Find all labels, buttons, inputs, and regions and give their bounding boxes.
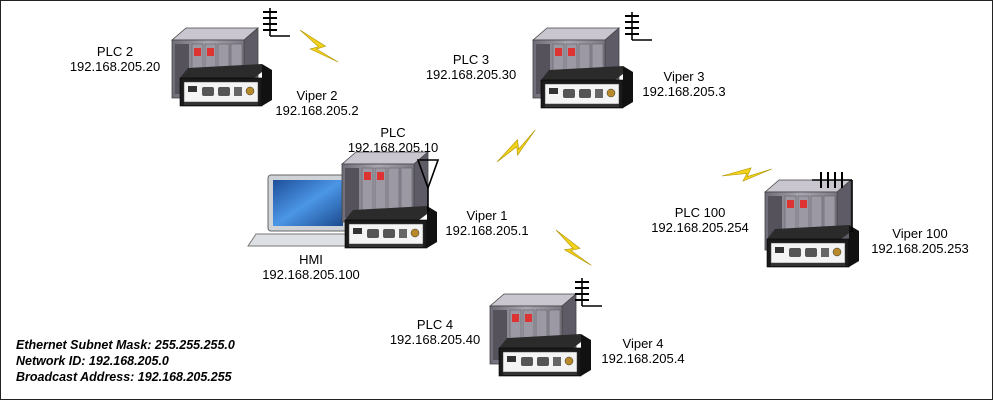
viper3-label: Viper 3 192.168.205.3 <box>629 69 739 99</box>
plc100-device <box>764 172 860 268</box>
viper100-ip: 192.168.205.253 <box>871 241 969 256</box>
lightning-bolt-icon <box>721 164 773 185</box>
plc4-label: PLC 4 192.168.205.40 <box>380 317 490 347</box>
plc2-name: PLC 2 <box>96 44 134 59</box>
broadcast-address-text: Broadcast Address: 192.168.205.255 <box>16 370 232 384</box>
viper1-ip: 192.168.205.1 <box>445 223 529 238</box>
network-id-text: Network ID: 192.168.205.0 <box>16 354 169 368</box>
viper2-ip: 192.168.205.2 <box>275 103 359 118</box>
antenna-icon <box>812 172 853 232</box>
viper4-label: Viper 4 192.168.205.4 <box>588 336 698 366</box>
viper-radio-icon <box>498 333 592 377</box>
viper3-name: Viper 3 <box>663 69 705 84</box>
hmi-laptop <box>247 174 365 247</box>
viper1-name: Viper 1 <box>466 208 508 223</box>
plc3-name: PLC 3 <box>452 52 490 67</box>
viper2-label: Viper 2 192.168.205.2 <box>262 88 372 118</box>
plc4-ip: 192.168.205.40 <box>389 332 481 347</box>
viper4-ip: 192.168.205.4 <box>601 351 685 366</box>
plc100-ip: 192.168.205.254 <box>651 220 749 235</box>
plc-label: PLC 192.168.205.10 <box>338 125 448 155</box>
hmi-label: HMI 192.168.205.100 <box>256 252 366 282</box>
viper-radio-icon <box>766 224 860 268</box>
antenna-icon <box>416 159 440 212</box>
hmi-name: HMI <box>299 252 323 267</box>
plc-name: PLC <box>380 125 406 140</box>
plc-device <box>341 151 440 249</box>
viper4-name: Viper 4 <box>622 336 664 351</box>
antenna-icon <box>262 7 291 37</box>
antenna-icon <box>624 11 653 41</box>
subnet-mask-text: Ethernet Subnet Mask: 255.255.255.0 <box>16 338 235 352</box>
viper3-ip: 192.168.205.3 <box>642 84 726 99</box>
plc-ip: 192.168.205.10 <box>347 140 439 155</box>
laptop-icon <box>247 174 365 247</box>
viper100-label: Viper 100 192.168.205.253 <box>860 226 980 256</box>
viper-radio-icon <box>179 63 273 107</box>
plc4-name: PLC 4 <box>416 317 454 332</box>
plc2-ip: 192.168.205.20 <box>69 59 161 74</box>
lightning-bolt-icon <box>494 126 541 169</box>
antenna-icon <box>574 277 603 307</box>
plc3-ip: 192.168.205.30 <box>425 67 517 82</box>
lightning-bolt-icon <box>294 26 342 69</box>
viper-radio-icon <box>344 205 438 249</box>
plc100-label: PLC 100 192.168.205.254 <box>640 205 760 235</box>
plc2-label: PLC 2 192.168.205.20 <box>60 44 170 74</box>
viper2-name: Viper 2 <box>296 88 338 103</box>
plc3-label: PLC 3 192.168.205.30 <box>416 52 526 82</box>
plc100-name: PLC 100 <box>674 205 726 220</box>
hmi-ip: 192.168.205.100 <box>262 267 360 282</box>
lightning-bolt-icon <box>550 226 595 272</box>
viper100-name: Viper 100 <box>892 226 948 241</box>
viper-radio-icon <box>540 65 634 109</box>
viper1-label: Viper 1 192.168.205.1 <box>432 208 542 238</box>
plc4-device <box>489 277 603 377</box>
